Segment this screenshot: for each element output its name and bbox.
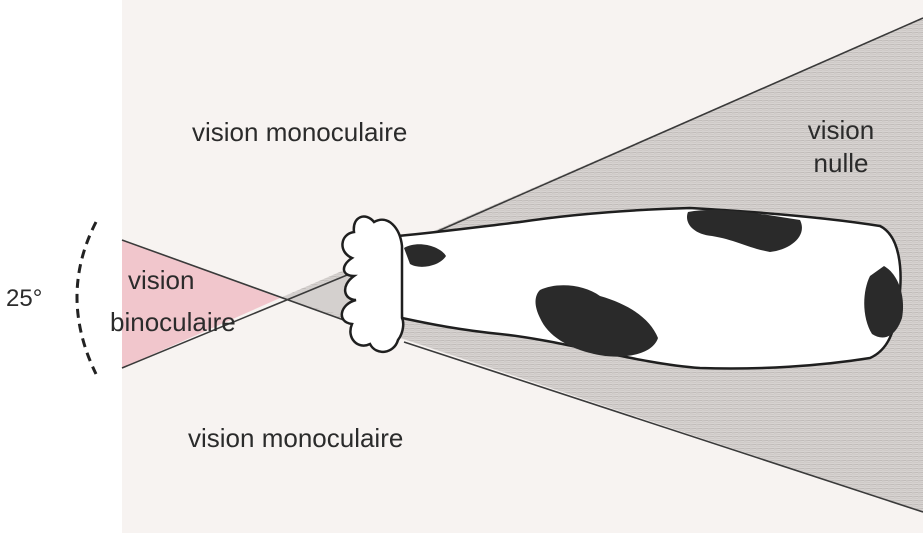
label-null-vision-line2: nulle (796, 147, 886, 180)
angle-arc (77, 222, 96, 374)
cow-head (342, 217, 403, 352)
label-angle: 25° (6, 284, 42, 314)
label-binocular-line2: binoculaire (110, 306, 236, 339)
label-null-vision-line1: vision (796, 114, 886, 147)
label-monocular-top: vision monoculaire (192, 116, 407, 149)
label-binocular-line1: vision (128, 264, 194, 297)
label-null-vision: vision nulle (796, 114, 886, 179)
label-monocular-bottom: vision monoculaire (188, 422, 403, 455)
